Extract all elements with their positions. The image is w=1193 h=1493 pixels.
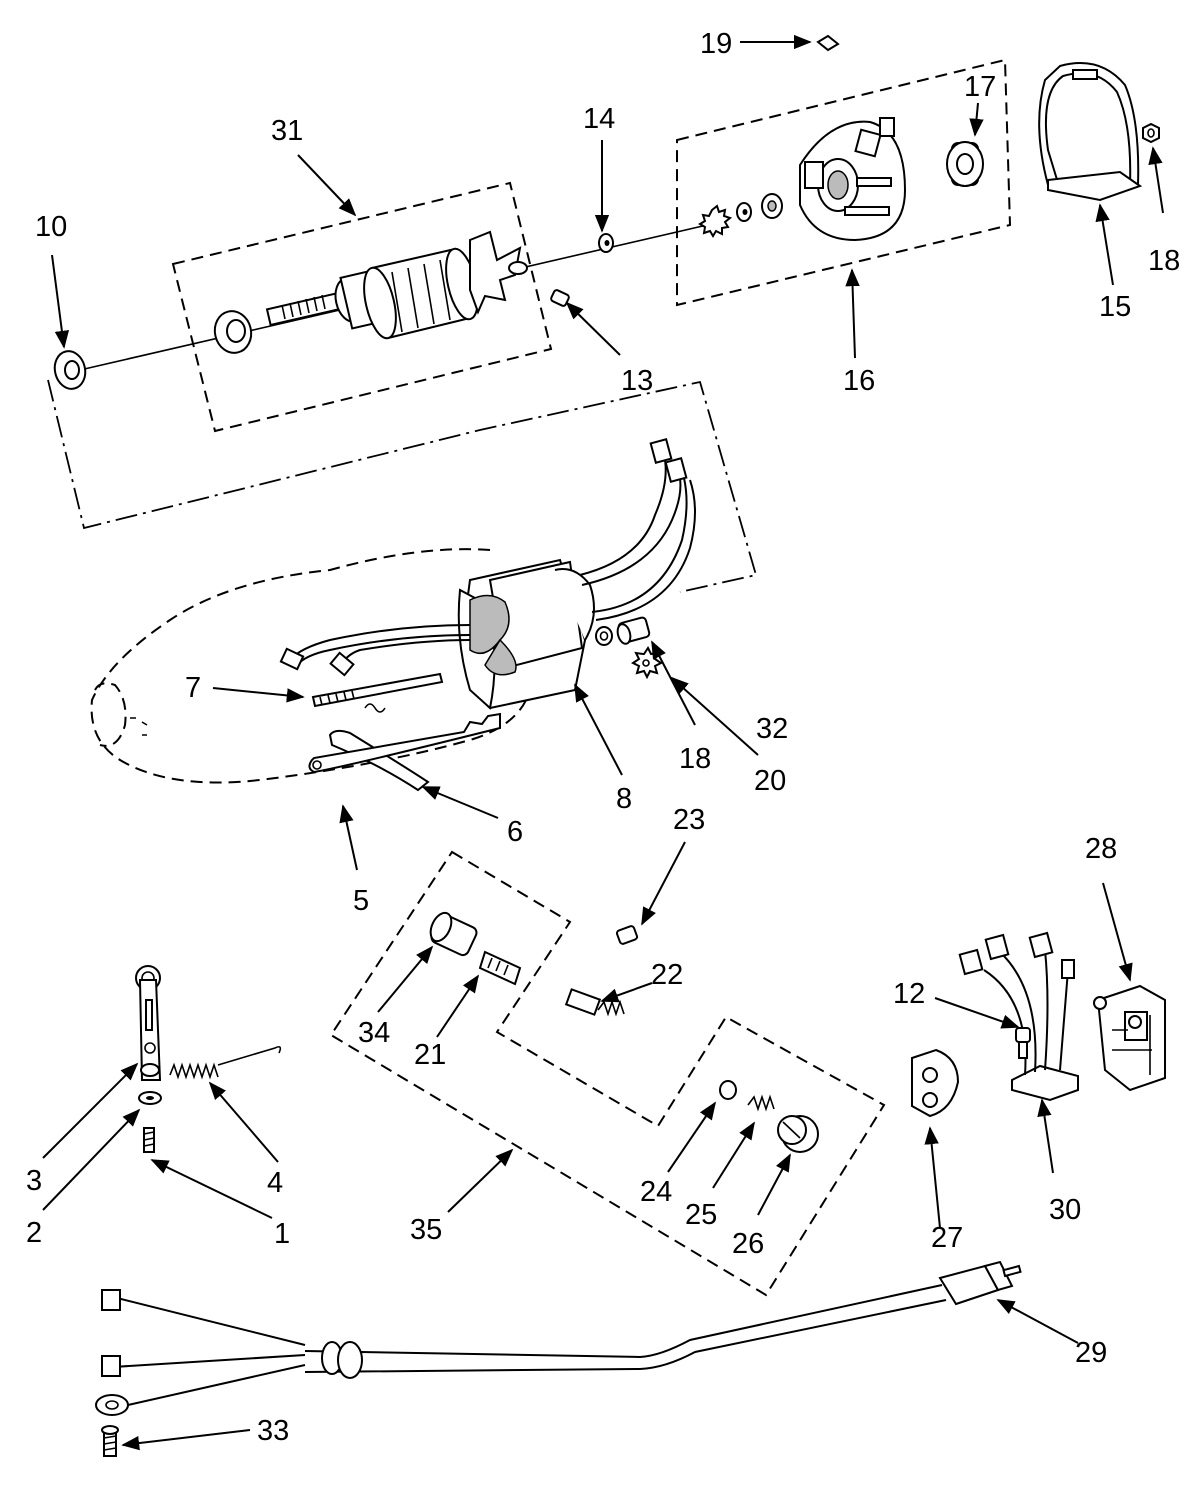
part-34-sleeve [429, 911, 478, 957]
label-20: 20 [754, 765, 786, 797]
label-17: 17 [964, 71, 996, 103]
part-7-rod [311, 672, 444, 713]
label-16: 16 [843, 365, 875, 397]
part-26-cap [777, 1115, 819, 1153]
armature [265, 230, 528, 340]
part-16-end-shield [799, 117, 907, 242]
label-18-top: 18 [1148, 245, 1180, 277]
label-19: 19 [700, 28, 732, 60]
armature-group-outline [171, 181, 553, 433]
housing-phantom-end [94, 682, 148, 747]
label-3: 3 [26, 1165, 42, 1197]
part-2-washer [138, 1091, 162, 1105]
label-18-mid: 18 [679, 743, 711, 775]
part-12-screw [1015, 1027, 1031, 1059]
label-24: 24 [640, 1176, 672, 1208]
label-2: 2 [26, 1217, 42, 1249]
label-32: 32 [756, 713, 788, 745]
housing-phantom-outline [90, 548, 531, 784]
field-wires [279, 438, 696, 677]
field-assembly-outline [47, 379, 758, 593]
label-30: 30 [1049, 1194, 1081, 1226]
part-21-holder [478, 950, 522, 986]
part-6-lever [328, 729, 430, 792]
part-17-bearing [946, 141, 984, 187]
label-25: 25 [685, 1199, 717, 1231]
part-3-lever [135, 965, 162, 1081]
label-15: 15 [1099, 291, 1131, 323]
label-7: 7 [185, 672, 201, 704]
brush-group-outline [329, 850, 886, 1297]
part-24-cap [719, 1080, 737, 1100]
part-8-field [457, 558, 595, 710]
part-18-washer-mid [595, 626, 613, 646]
part-27-terminal-block [911, 1048, 960, 1118]
label-35: 35 [410, 1214, 442, 1246]
part-4-spring [169, 1046, 282, 1080]
part-14-washer [598, 233, 614, 253]
part-22-brush [564, 988, 625, 1017]
part-30-switch-assembly [958, 931, 1079, 1102]
part-29-power-cord [95, 1260, 1022, 1416]
label-6: 6 [507, 816, 523, 848]
callout-labels: 19 14 31 10 13 16 17 15 18 7 8 18 20 32 … [26, 28, 1180, 1447]
label-28: 28 [1085, 833, 1117, 865]
end-shield-small-parts [698, 193, 783, 238]
part-23-spring [615, 925, 639, 945]
label-23: 23 [673, 804, 705, 836]
label-21: 21 [414, 1039, 446, 1071]
part-19-clip [816, 34, 840, 52]
label-31: 31 [271, 115, 303, 147]
callout-leaders [42, 34, 1164, 1451]
end-shield-group-outline [676, 58, 1012, 307]
label-33: 33 [257, 1415, 289, 1447]
label-10: 10 [35, 211, 67, 243]
part-10-washer [53, 350, 87, 390]
part-32-bushing [616, 616, 651, 645]
label-13: 13 [621, 365, 653, 397]
part-5-strap [308, 712, 501, 774]
label-4: 4 [267, 1167, 283, 1199]
armature-bearing [213, 310, 253, 354]
label-14: 14 [583, 103, 615, 135]
label-29: 29 [1075, 1337, 1107, 1369]
label-1: 1 [274, 1218, 290, 1250]
part-33-screw [101, 1425, 119, 1457]
label-22: 22 [651, 959, 683, 991]
part-1-screw [143, 1127, 155, 1153]
part-28-switch [1093, 984, 1166, 1092]
label-26: 26 [732, 1228, 764, 1260]
label-5: 5 [353, 885, 369, 917]
part-18-nut-top [1142, 122, 1160, 144]
label-34: 34 [358, 1017, 390, 1049]
label-8: 8 [616, 783, 632, 815]
part-25-spring [747, 1094, 775, 1112]
label-12: 12 [893, 978, 925, 1010]
label-27: 27 [931, 1222, 963, 1254]
part-13-screw [550, 289, 570, 307]
part-15-bracket [1038, 62, 1143, 202]
